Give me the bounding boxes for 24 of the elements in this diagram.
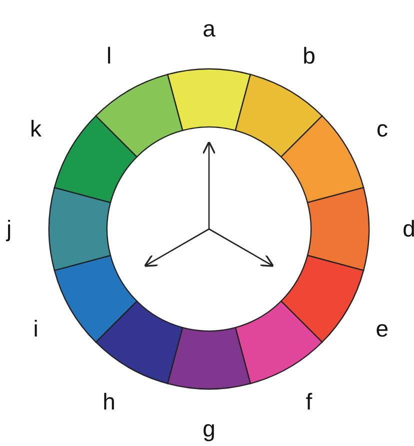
color-wheel-segment <box>95 74 184 158</box>
segment-label: d <box>402 218 414 240</box>
color-wheel-segment <box>48 187 112 272</box>
color-wheel-segment <box>167 68 251 132</box>
segment-label: j <box>6 218 12 240</box>
color-wheel-segment <box>280 115 364 204</box>
segment-label: g <box>202 418 216 440</box>
color-wheel-segment <box>306 187 370 272</box>
segment-label: i <box>33 318 38 340</box>
segment-label: h <box>102 390 116 414</box>
segment-label: b <box>302 44 316 68</box>
color-wheel-segment <box>234 74 323 158</box>
segment-label: l <box>106 44 112 68</box>
segment-label: f <box>306 390 312 414</box>
segment-label: c <box>376 118 388 140</box>
color-wheel-segment <box>167 326 251 390</box>
segment-label: k <box>30 118 42 140</box>
color-wheel-segment <box>280 254 364 343</box>
segment-label: a <box>202 18 216 40</box>
color-wheel-segment <box>54 254 138 343</box>
color-wheel-segment <box>234 300 323 384</box>
segment-label: e <box>376 318 389 340</box>
color-wheel-segment <box>95 300 184 384</box>
color-wheel-segment <box>54 115 138 204</box>
